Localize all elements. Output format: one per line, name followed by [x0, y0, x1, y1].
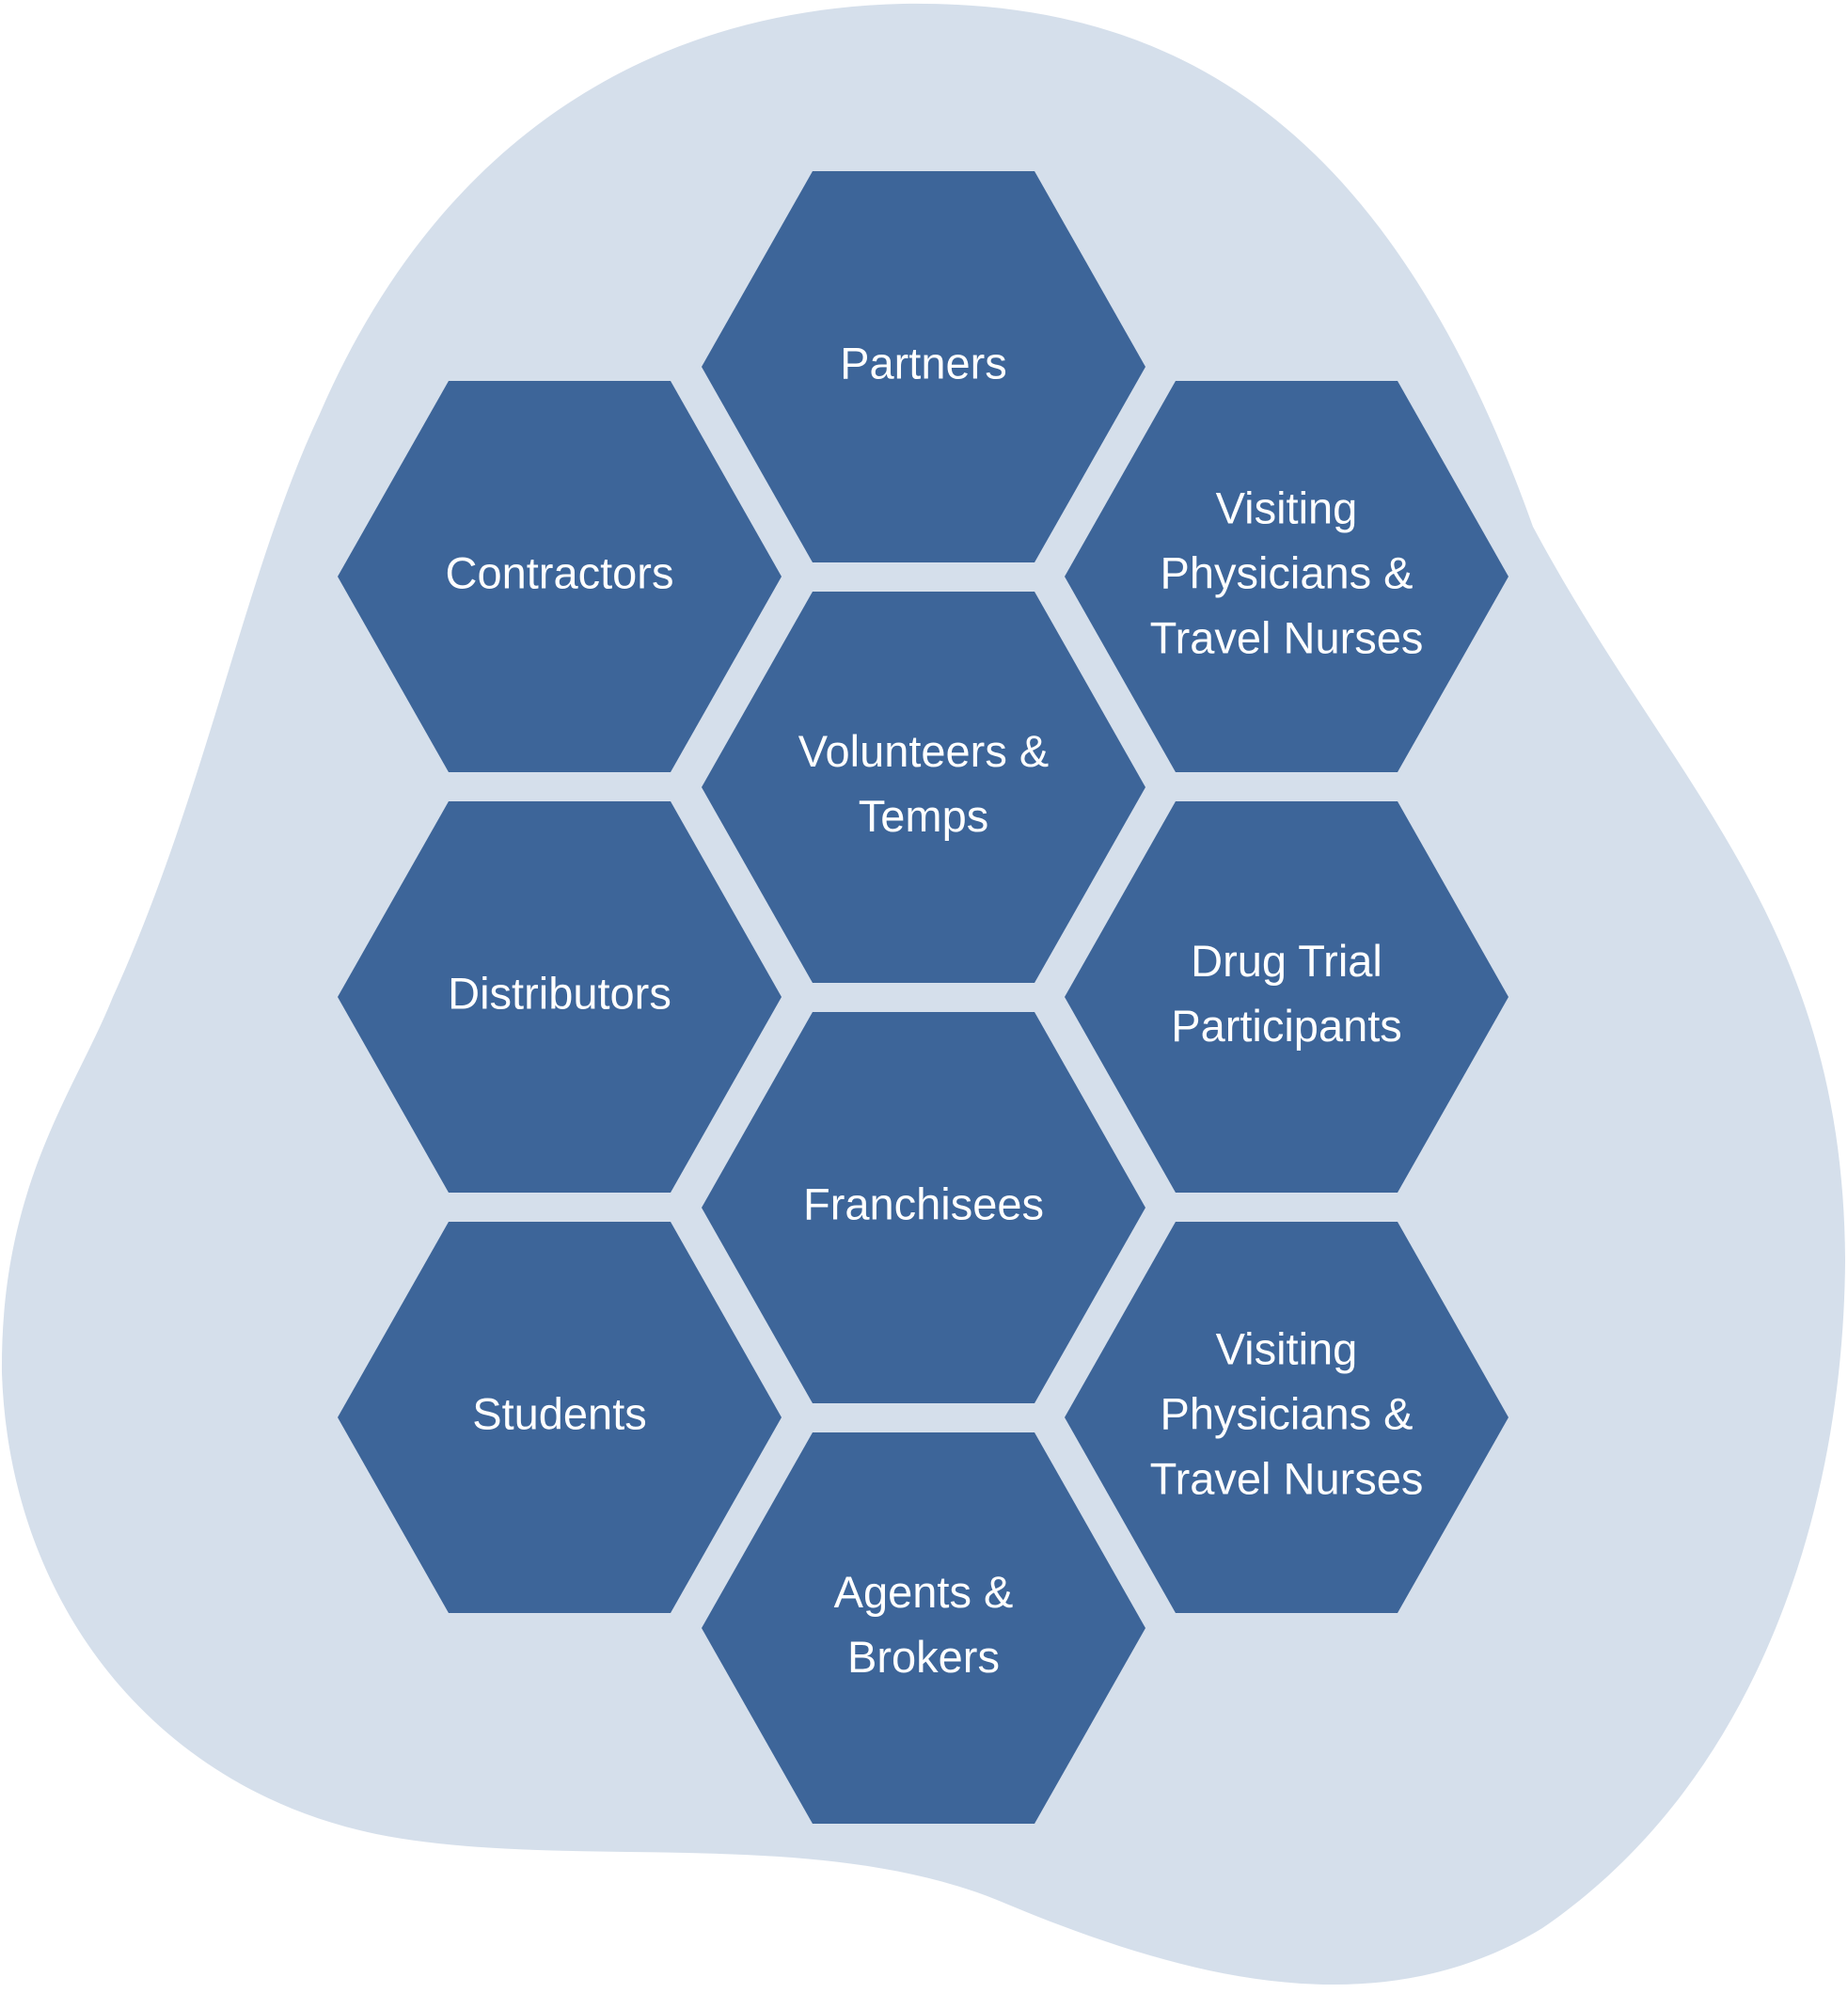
hexagon-shape	[338, 801, 782, 1193]
hexagon-label: Physicians &	[1160, 1388, 1413, 1438]
hexagon-label: Volunteers &	[798, 726, 1050, 776]
hexagon-agents-brokers: Agents & Brokers	[702, 1432, 1145, 1824]
hexagon-label: Contractors	[446, 547, 674, 597]
hexagon-label: Travel Nurses	[1150, 612, 1424, 662]
hexagon-shape	[702, 1432, 1145, 1824]
hexagon-label: Students	[472, 1388, 647, 1438]
hexagon-contractors: Contractors	[338, 381, 782, 772]
hexagon-shape	[702, 171, 1145, 562]
hexagon-shape	[1065, 381, 1508, 772]
hexagon-label: Brokers	[847, 1632, 1000, 1682]
hexagon-franchisees: Franchisees	[702, 1012, 1145, 1403]
hexagon-partners: Partners	[702, 171, 1145, 562]
hexagon-label: Travel Nurses	[1150, 1453, 1424, 1503]
hexagon-label: Partners	[840, 338, 1007, 388]
hexagon-shape	[338, 381, 782, 772]
hexagon-label: Temps	[859, 791, 988, 841]
hexagon-shape	[338, 1222, 782, 1613]
hexagon-shape	[1065, 1222, 1508, 1613]
hexagon-label: Visiting	[1216, 482, 1358, 532]
hexagon-label: Physicians &	[1160, 547, 1413, 597]
hexagon-shape	[702, 592, 1145, 983]
hexagon-shape	[702, 1012, 1145, 1403]
hexagon-students: Students	[338, 1222, 782, 1613]
hexagon-label: Distributors	[448, 968, 671, 1018]
hexagon-label: Franchisees	[803, 1178, 1044, 1228]
hexagon-shape	[1065, 801, 1508, 1193]
hexagon-label: Agents &	[834, 1567, 1014, 1617]
hexagon-volunteers-temps: Volunteers & Temps	[702, 592, 1145, 983]
hexagon-label: Drug Trial	[1191, 936, 1382, 986]
hexagon-label: Visiting	[1216, 1323, 1358, 1373]
hexagon-label: Participants	[1171, 1001, 1402, 1051]
hexagon-distributors: Distributors	[338, 801, 782, 1193]
